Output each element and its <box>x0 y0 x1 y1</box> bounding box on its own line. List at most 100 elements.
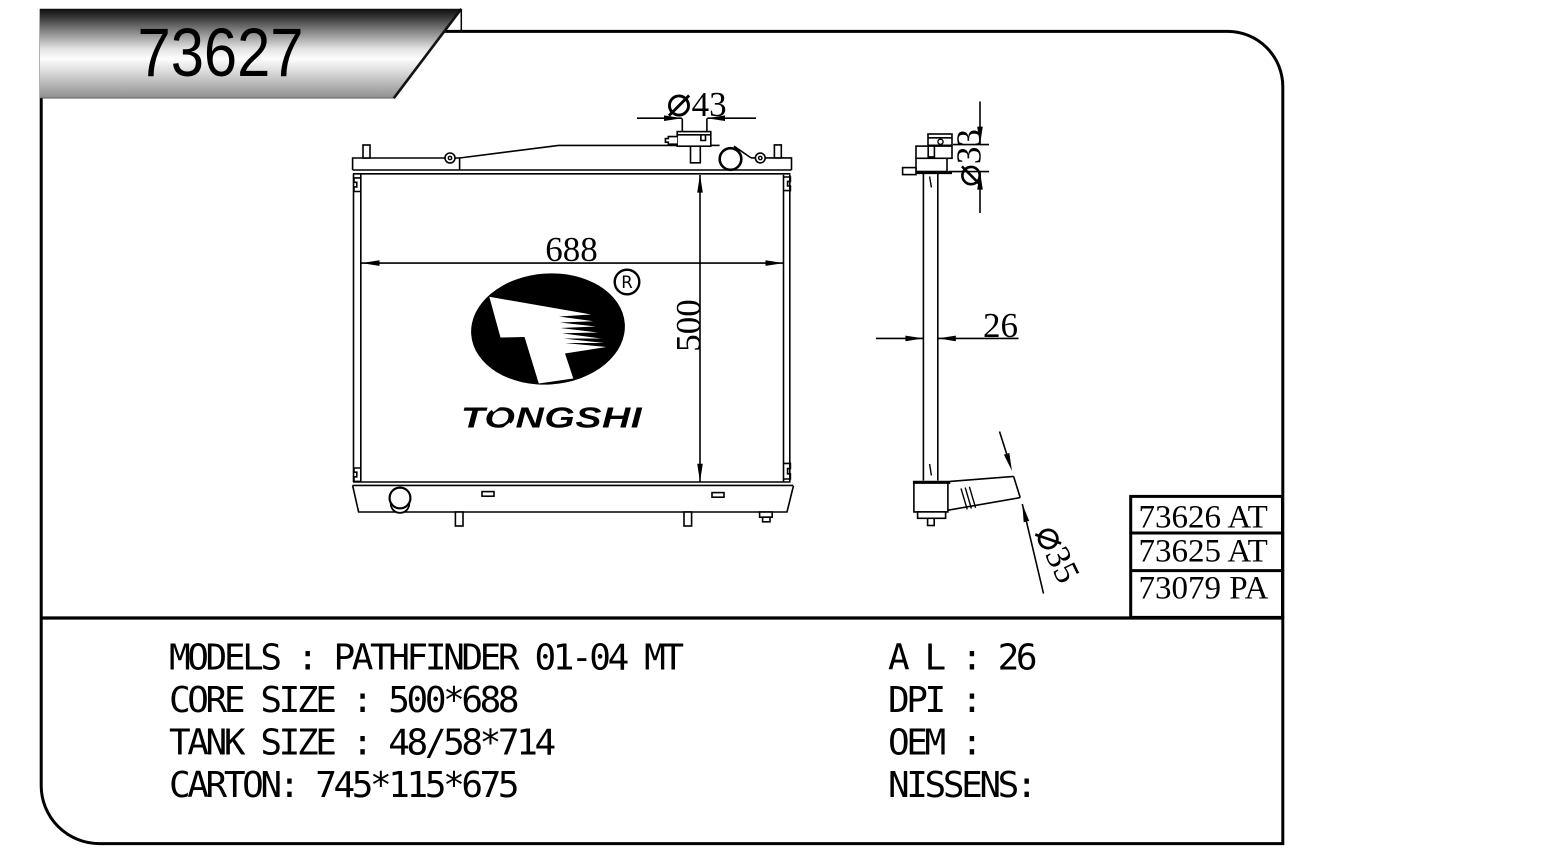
dim-26-arrow-left <box>905 335 924 342</box>
top-tank-joint <box>455 157 461 170</box>
dim-35-arrow <box>1022 504 1030 523</box>
dimension-tank-depth: 26 <box>876 306 1019 345</box>
side-neck-slot <box>927 146 936 158</box>
dim-500-arrow-bottom <box>697 463 703 482</box>
bottom-tank-outline <box>351 485 795 513</box>
side-neck-block <box>915 157 948 173</box>
clip-right-top <box>783 176 792 192</box>
top-rivet-left <box>444 152 456 164</box>
tongshi-logo: R TONGSHI <box>461 268 643 434</box>
badge-shape <box>40 8 462 99</box>
dim-33-symbol: ⌀ <box>946 164 990 187</box>
clip-right-bottom <box>783 462 792 480</box>
dim-43-arrow-right <box>707 115 725 121</box>
dim-26-arrow-right <box>937 335 956 342</box>
front-bottom-tank <box>351 481 795 527</box>
top-tank-left-edge <box>351 157 445 170</box>
side-top-assembly <box>901 133 953 176</box>
side-body <box>922 174 939 481</box>
radiator-side-view <box>901 133 1021 527</box>
pipe-hatch-2 <box>964 487 973 509</box>
spec-dpi: DPI : <box>888 680 979 721</box>
side-tank-pin <box>926 517 935 527</box>
bottom-pin-left <box>454 511 464 527</box>
side-tank-box <box>913 482 949 513</box>
part-table-border <box>1129 494 1284 619</box>
spec-al: A L : 26 <box>888 638 1036 679</box>
neck-cam-slot <box>700 134 707 142</box>
radiator-front-view <box>351 118 795 527</box>
pipe-bottom-edge <box>947 496 1021 511</box>
logo-o-slash-1 <box>491 402 503 413</box>
spec-tank-size: TANK SIZE : 48/58*714 <box>169 723 554 764</box>
bottom-slot-right <box>711 491 725 499</box>
registered-letter: R <box>621 273 632 292</box>
filler-neck <box>664 118 712 164</box>
dim-35-label: ⌀35 <box>1025 517 1092 590</box>
side-tank-under <box>916 511 947 520</box>
part-table-row-3: 73079 PA <box>1139 571 1269 607</box>
pipe-leader-top-arrow <box>1003 453 1012 471</box>
part-table-row-1: 73626 AT <box>1139 500 1268 536</box>
dimension-outlet-pipe: ⌀35 <box>998 431 1092 594</box>
dimension-core-width: 688 <box>361 230 784 269</box>
spec-carton: CARTON: 745*115*675 <box>169 765 517 806</box>
spec-block: MODELS : PATHFINDER 01-04 MT CORE SIZE :… <box>169 638 1039 807</box>
dim-26-label: 26 <box>983 306 1018 345</box>
logo-o-slash-2 <box>500 422 512 433</box>
part-table-row-2: 73625 AT <box>1139 534 1268 570</box>
dim-500-arrow-top <box>697 174 703 193</box>
side-body-tick-bottom <box>928 463 933 476</box>
dim-43-label: ⌀43 <box>666 77 726 126</box>
dimension-neck-side: ⌀33 <box>946 101 990 213</box>
dim-500-label: 500 <box>669 299 708 352</box>
dim-688-label: 688 <box>545 230 598 269</box>
dimension-core-height: 500 <box>669 174 708 482</box>
top-right-pin <box>773 144 783 159</box>
pipe-hatch-1 <box>960 488 968 510</box>
part-number-badge: 73627 <box>40 8 463 99</box>
part-table: 73626 AT 73625 AT 73079 PA <box>1129 494 1284 619</box>
spec-models: MODELS : PATHFINDER 01-04 MT <box>169 638 683 679</box>
side-left-tab <box>901 166 917 176</box>
dim-688-arrow-left <box>361 260 380 266</box>
spec-core-size: CORE SIZE : 500*688 <box>169 680 518 721</box>
drain-boss-upper <box>388 486 412 510</box>
dim-688-arrow-right <box>765 260 784 266</box>
bottom-pin-right <box>683 511 693 527</box>
dim-33-arrow-top <box>977 126 983 145</box>
dim-33-label: ⌀33 <box>946 129 990 187</box>
clip-left-bottom <box>353 467 361 483</box>
dim-33-value: 33 <box>950 129 989 164</box>
dim-33-arrow-bottom <box>977 171 983 190</box>
top-rivet-left-dot <box>447 155 453 161</box>
top-rivet-right-dot <box>757 155 763 161</box>
filler-cap-opening <box>718 146 743 172</box>
spec-oem: OEM : <box>888 723 979 764</box>
pipe-mouth <box>1012 476 1021 498</box>
logo-t-arrow <box>489 296 607 384</box>
frame <box>39 9 1285 846</box>
badge-slant-edge <box>392 8 463 99</box>
drain-plug-body <box>761 516 771 523</box>
clip-left-top <box>353 177 361 193</box>
pipe-hatch-3 <box>968 486 977 508</box>
dimensions: 688 500 ⌀43 ⌀33 <box>361 77 1092 594</box>
top-tank-slope <box>459 144 678 159</box>
top-tank-cap-diagonal <box>733 145 752 159</box>
neck-left-tab <box>664 135 678 145</box>
part-number: 73627 <box>138 14 304 91</box>
dimension-filler-neck: ⌀43 <box>637 77 756 126</box>
side-body-tick-top <box>928 176 933 188</box>
spec-nissens: NISSENS: <box>888 765 1034 806</box>
bottom-slot-left <box>481 490 495 498</box>
dim-43-value: 43 <box>692 85 727 124</box>
top-left-pin <box>362 144 371 159</box>
side-bottom-tank <box>912 475 1021 527</box>
dim-43-symbol: ⌀ <box>666 77 691 126</box>
registered-circle <box>613 268 641 296</box>
dim-43-arrow-left <box>664 115 682 121</box>
front-top-tank <box>351 144 793 175</box>
